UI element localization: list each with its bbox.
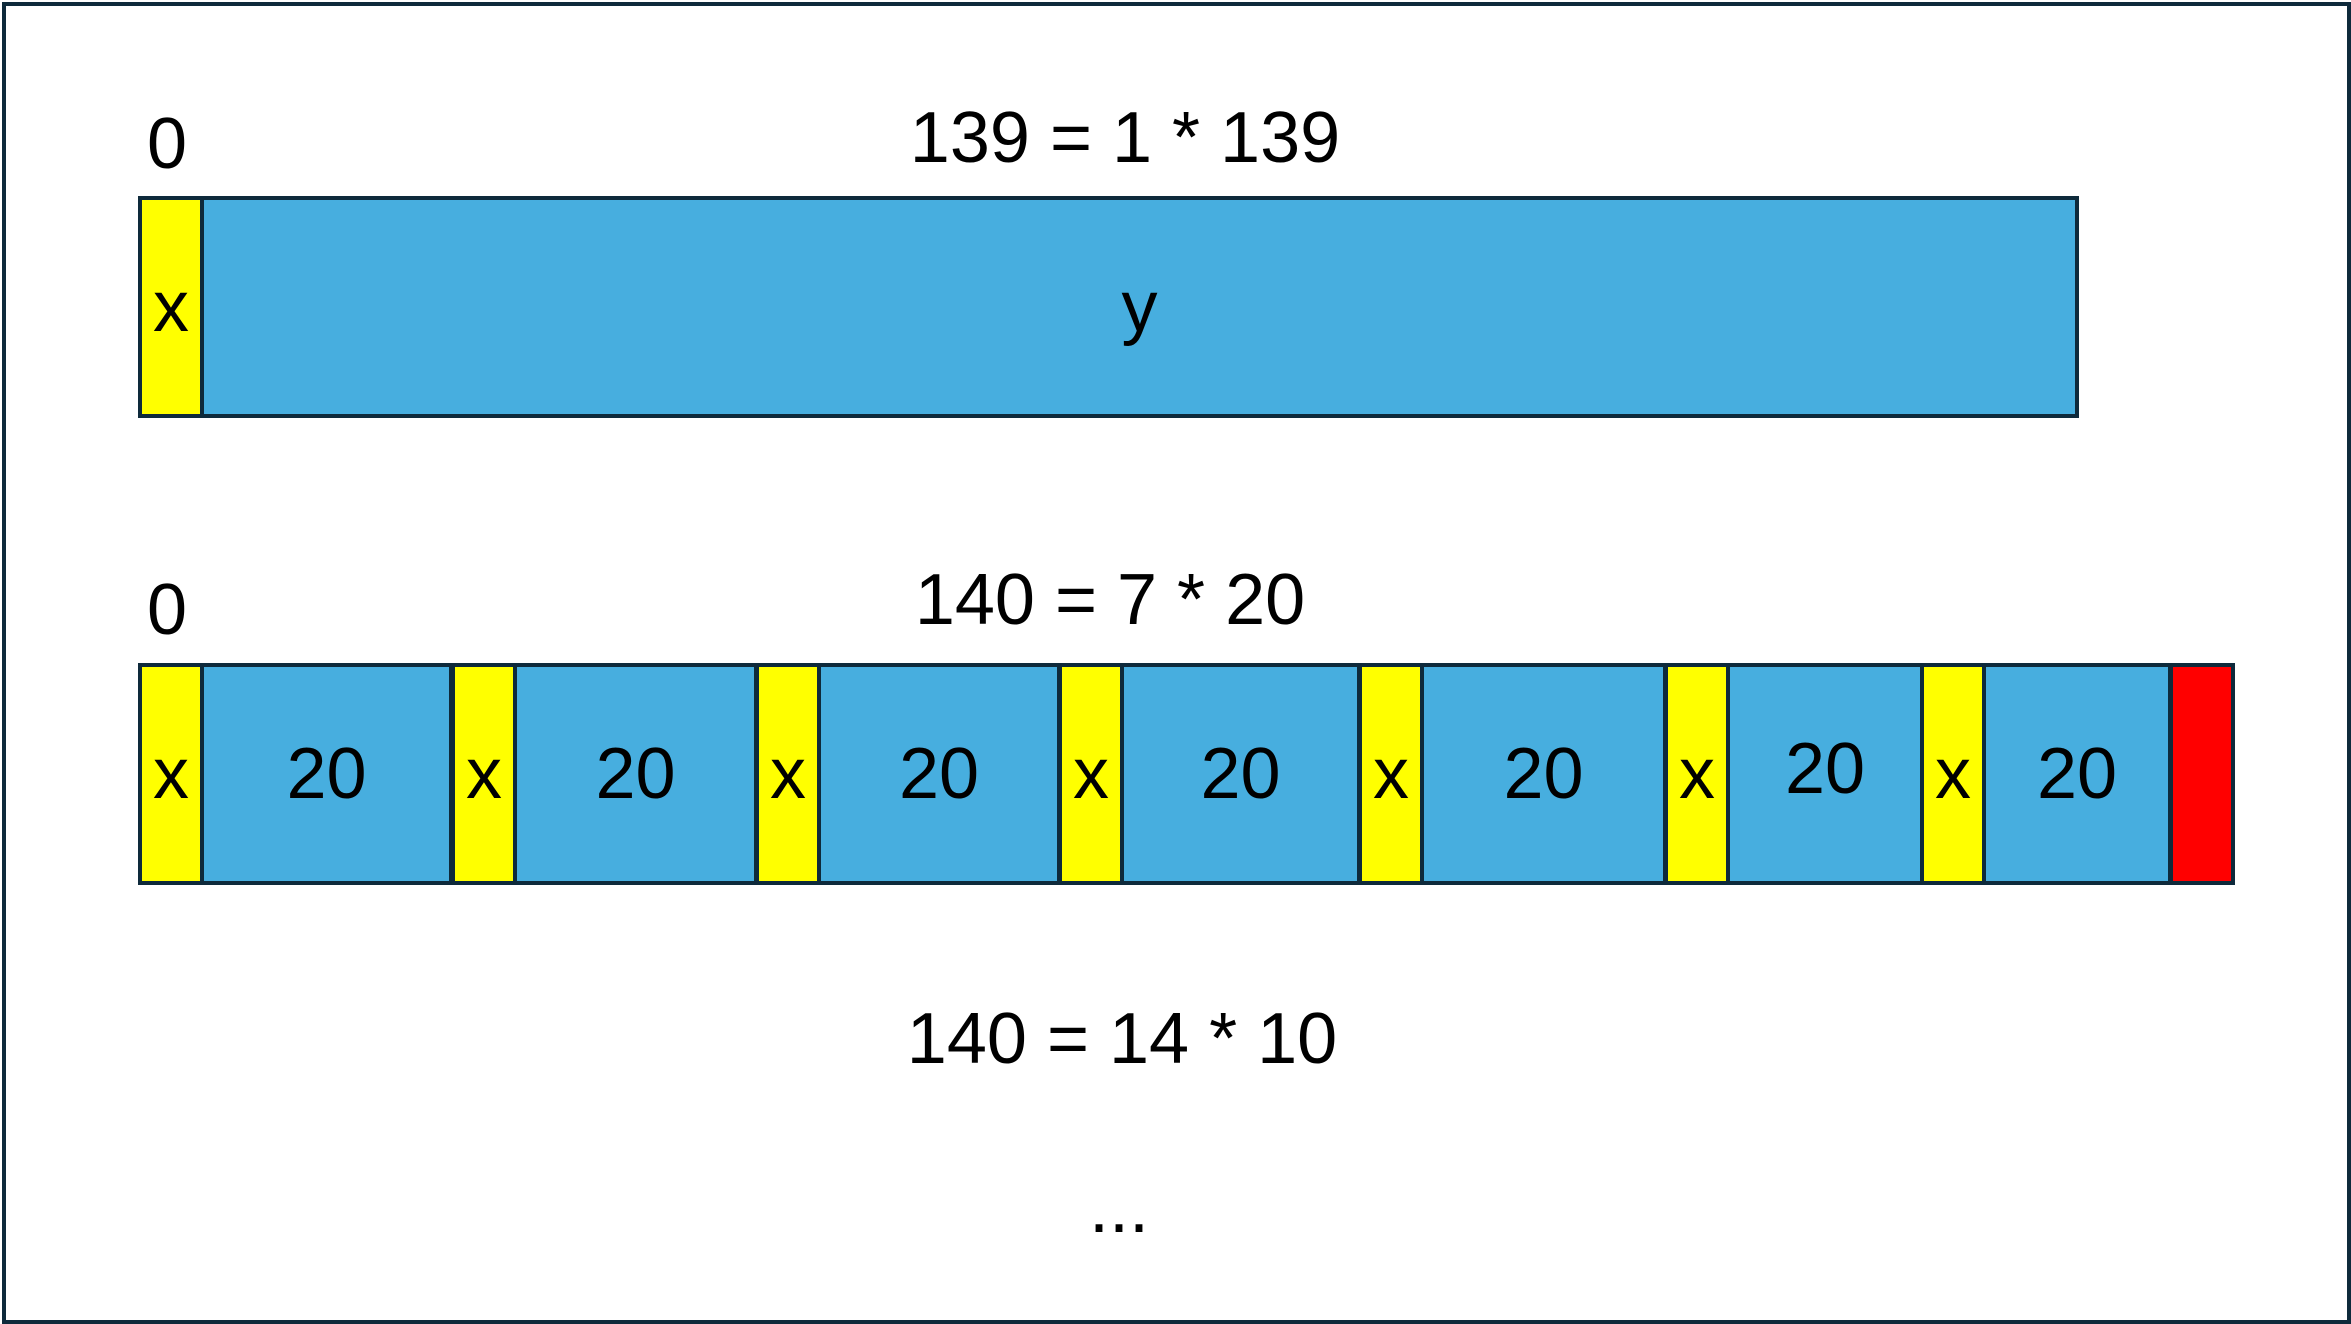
ellipsis: ...: [1088, 1168, 1150, 1248]
row1-bar: x y: [138, 196, 2079, 418]
row2-x-cell: x: [1058, 663, 1124, 885]
row2-block-cell-label: 20: [1200, 734, 1281, 814]
row2-block-cell: 20: [513, 663, 758, 885]
row2-block-cell-label: 20: [898, 734, 980, 814]
row2-origin-label: 0: [147, 570, 188, 650]
row1-y-cell-label: y: [1121, 267, 1158, 347]
row2-x-cell-label: x: [1679, 734, 1715, 814]
row2-block-cell: 20: [1420, 663, 1667, 885]
row1-equation: 139 = 1 * 139: [909, 98, 1341, 178]
row2-x-cell: x: [1664, 663, 1730, 885]
row2-block-cell-label: 20: [2036, 734, 2118, 814]
row2-x-cell: x: [451, 663, 517, 885]
row1-origin-label: 0: [147, 104, 188, 184]
row2-bar: x 20 x 20 x 20 x 20 x 20 x 20 x 20: [138, 663, 2235, 885]
row2-block-cell: 20: [1982, 663, 2172, 885]
row3-equation: 140 = 14 * 10: [906, 999, 1338, 1079]
row2-equation: 140 = 7 * 20: [914, 560, 1306, 640]
row2-x-cell: x: [1358, 663, 1424, 885]
row2-x-cell-label: x: [1073, 734, 1109, 814]
row2-block-cell-label: 20: [1784, 729, 1866, 809]
row2-x-cell-label: x: [466, 734, 502, 814]
row2-x-cell: x: [1920, 663, 1986, 885]
row2-x-cell-label: x: [1935, 734, 1971, 814]
row2-x-cell-label: x: [153, 734, 189, 814]
row2-x-cell-label: x: [1373, 734, 1409, 814]
row2-block-cell-label: 20: [286, 734, 367, 814]
row1-x-cell: x: [138, 196, 204, 418]
row2-x-cell-label: x: [770, 734, 806, 814]
row2-x-cell: x: [755, 663, 821, 885]
row2-block-cell: 20: [1120, 663, 1361, 885]
row2-x-cell: x: [138, 663, 204, 885]
remainder-cell: [2169, 663, 2235, 885]
row2-block-cell: 20: [200, 663, 453, 885]
row1-x-cell-label: x: [153, 267, 189, 347]
row2-block-cell: 20: [817, 663, 1061, 885]
row2-block-cell: 20: [1726, 663, 1924, 885]
row2-block-cell-label: 20: [595, 734, 676, 814]
row2-block-cell-label: 20: [1503, 734, 1584, 814]
row1-y-cell: y: [200, 196, 2079, 418]
